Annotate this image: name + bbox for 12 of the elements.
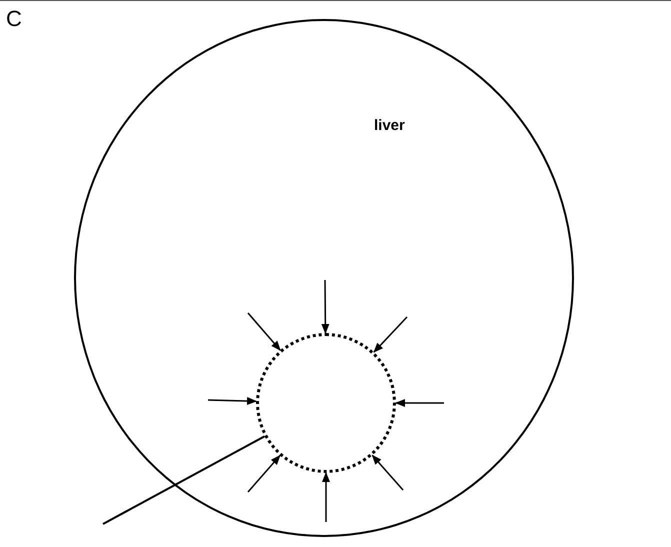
panel-letter: C — [6, 8, 22, 30]
arrow — [395, 399, 444, 407]
arrow — [247, 312, 281, 351]
arrow — [321, 280, 330, 334]
organ-label: liver — [374, 118, 405, 133]
arrow — [322, 472, 330, 522]
arrow — [247, 454, 281, 492]
arrow — [208, 397, 258, 405]
liver-outline — [74, 19, 574, 537]
arrow — [372, 454, 404, 490]
leader-line — [102, 436, 265, 525]
arrow — [373, 316, 408, 353]
